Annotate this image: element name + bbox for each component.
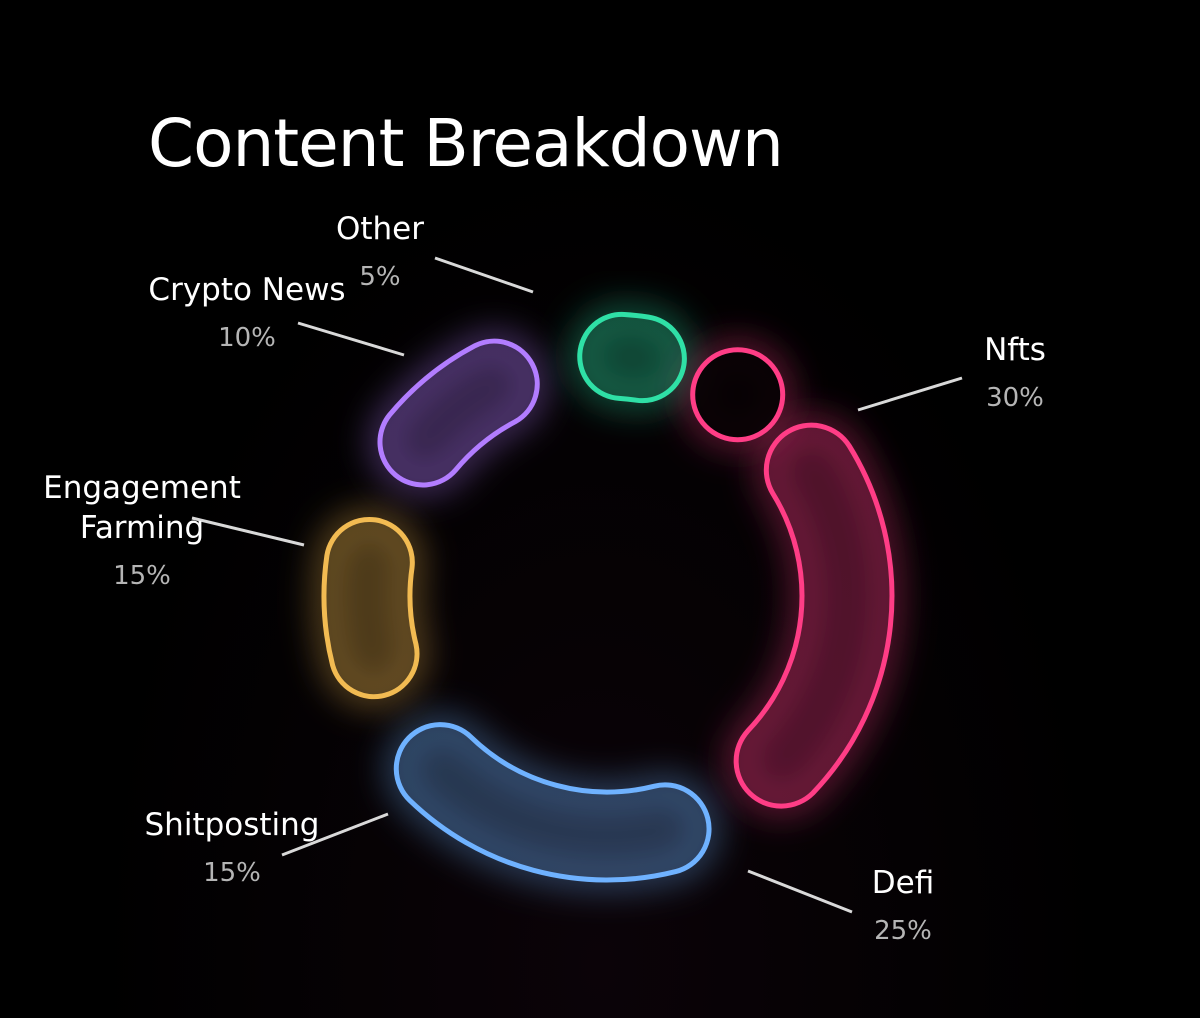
chart-title: Content Breakdown [148, 105, 784, 182]
leader-line-other [434, 256, 534, 294]
slice-label-shitposting: Shitposting [145, 807, 320, 843]
slice-value-crypto-news: 10% [218, 323, 276, 353]
slice-value-nfts: 30% [986, 383, 1044, 413]
slice-label-other: Other [336, 211, 424, 247]
slice-crypto-news [577, 311, 687, 404]
slice-label-nfts: Nfts [984, 332, 1046, 368]
slice-shitposting [321, 517, 420, 700]
slice-engagement-farming [377, 338, 540, 488]
leader-line-nfts [857, 376, 963, 412]
slice-value-shitposting: 15% [203, 858, 261, 888]
leader-line-shitposting [281, 812, 389, 857]
leader-line-engagement-farming [191, 516, 305, 547]
leader-lines [191, 256, 963, 914]
slice-label-defi: Defi [872, 865, 934, 901]
slice-value-other: 5% [359, 262, 400, 292]
slice-labels: Nfts 30% Defi 25% Shitposting 15% EngagementFa… [43, 211, 1046, 946]
slice-label-engagement-farming-line-2: Farming [80, 510, 204, 546]
slice-value-defi: 25% [874, 916, 932, 946]
slice-defi [393, 722, 712, 883]
slice-value-engagement-farming: 15% [113, 561, 171, 591]
leader-line-defi [747, 869, 853, 914]
slice-label-engagement-farming-line-1: Engagement [43, 470, 241, 506]
slice-label-crypto-news: Crypto News [148, 272, 345, 308]
leader-line-crypto-news [297, 321, 405, 357]
slice-group [321, 311, 895, 883]
slice-nfts [733, 422, 895, 809]
slice-other [690, 347, 786, 443]
